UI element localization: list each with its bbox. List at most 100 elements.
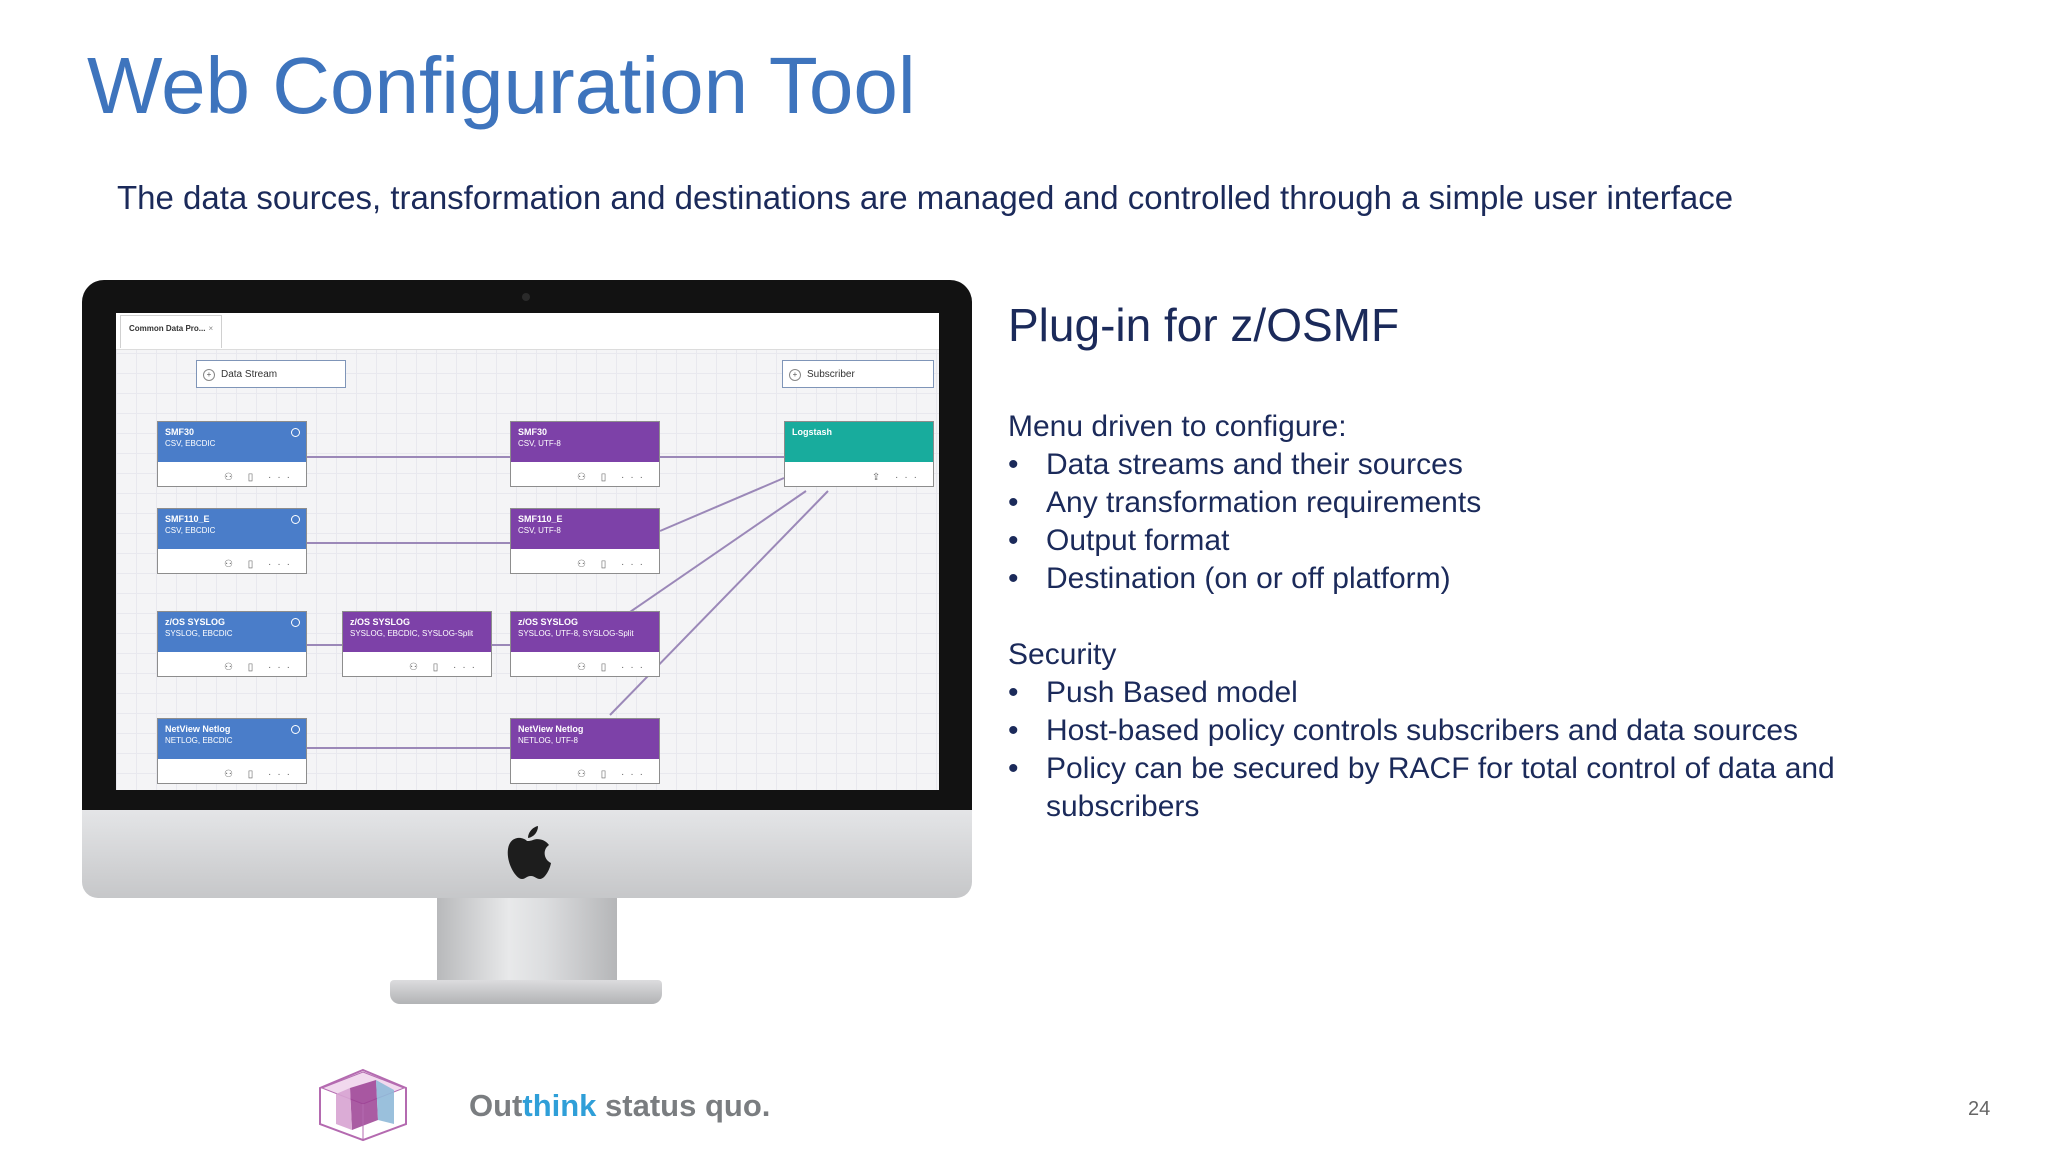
wire-to-logstash-2 [659,477,785,532]
node-name: z/OS SYSLOG [350,617,411,627]
list-item-text: Data streams and their sources [1046,448,1463,481]
data-stream-palette-button[interactable]: + Data Stream [196,360,346,388]
page-subtitle: The data sources, transformation and des… [117,179,1734,216]
plugin-title: Plug-in for z/OSMF [1008,299,1400,351]
node-name: SMF30 [165,427,195,437]
node-tools[interactable]: ⚇ ▯ ··· [223,662,296,673]
wire-to-logstash-4 [609,490,829,716]
tagline-part: Out [469,1088,523,1123]
node-tools[interactable]: ⚇ ▯ ··· [408,662,481,673]
node-format: SYSLOG, EBCDIC [165,629,233,638]
node-format: CSV, EBCDIC [165,439,216,448]
node-format: CSV, UTF-8 [518,439,561,448]
config-tool-screen: Common Data Pro...× + Data Stream + Subscr… [116,313,939,790]
settings-icon[interactable] [291,725,300,734]
list-item-text: Destination (on or off platform) [1046,562,1451,595]
node-format: CSV, EBCDIC [165,526,216,535]
node-format: NETLOG, UTF-8 [518,736,579,745]
menu-list: • Data streams and their sources • Any tra… [1008,446,1926,598]
monitor-stand [437,898,617,986]
node-name: NetView Netlog [165,724,231,734]
node-tools[interactable]: ⚇ ▯ ··· [223,472,296,483]
list-item: • Any transformation requirements [1008,484,1926,522]
node-tools[interactable]: ⚇ ▯ ··· [576,769,649,780]
list-item-text: Host-based policy controls subscribers a… [1046,714,1799,747]
footer-tagline: Outthink status quo. [469,1088,770,1124]
node-format: SYSLOG, EBCDIC, SYSLOG-Split [350,629,474,638]
list-item-text: Output format [1046,524,1230,557]
security-list: • Push Based model • Host-based policy con… [1008,674,1926,826]
add-circle-icon: + [203,369,215,381]
menu-section: Menu driven to configure: • Data streams … [1008,408,1926,598]
tab-close-icon[interactable]: × [208,324,214,333]
node-name: z/OS SYSLOG [165,617,226,627]
tagline-accent: think [522,1088,597,1123]
security-section: Security • Push Based model • Host-based p… [1008,636,1926,826]
bullet: • [1008,752,1019,785]
node-tools[interactable]: ⇪ ··· [871,472,923,483]
bullet: • [1008,714,1019,747]
transform-node[interactable]: z/OS SYSLOG SYSLOG, UTF-8, SYSLOG-Split ⚇… [510,611,660,677]
cube-logo-icon [319,1068,407,1142]
transform-node[interactable]: SMF110_E CSV, UTF-8 ⚇ ▯ ··· [510,508,660,574]
node-tools[interactable]: ⚇ ▯ ··· [223,559,296,570]
node-tools[interactable]: ⚇ ▯ ··· [576,559,649,570]
source-node[interactable]: SMF110_E CSV, EBCDIC ⚇ ▯ ··· [157,508,307,574]
camera-dot [522,293,530,301]
monitor-bezel: Common Data Pro...× + Data Stream + Subscr… [82,280,972,815]
list-item-text: Any transformation requirements [1046,486,1482,519]
tab-label: Common Data Pro... [129,324,206,333]
bullet: • [1008,562,1019,595]
list-item: • Policy can be secured by RACF for total… [1008,750,1926,826]
connection-wires [299,456,829,749]
subscriber-palette-button[interactable]: + Subscriber [782,360,934,388]
node-format: SYSLOG, UTF-8, SYSLOG-Split [518,629,634,638]
wire-to-logstash-3 [629,490,807,613]
list-item: • Host-based policy controls subscribers … [1008,712,1926,750]
monitor-foot [390,980,662,1004]
bullet: • [1008,448,1019,481]
list-item-text: Push Based model [1046,676,1298,709]
node-tools[interactable]: ⚇ ▯ ··· [576,472,649,483]
bullet: • [1008,676,1019,709]
add-circle-icon: + [789,369,801,381]
list-item: • Destination (on or off platform) [1008,560,1926,598]
menu-lead: Menu driven to configure: [1008,410,1347,443]
settings-icon[interactable] [291,515,300,524]
node-name: SMF110_E [518,514,563,524]
list-item: • Data streams and their sources [1008,446,1926,484]
page-title: Web Configuration Tool [87,41,916,130]
node-name: z/OS SYSLOG [518,617,579,627]
palette-label: Data Stream [221,369,278,380]
source-node[interactable]: z/OS SYSLOG SYSLOG, EBCDIC ⚇ ▯ ··· [157,611,307,677]
bullet: • [1008,486,1019,519]
node-name: NetView Netlog [518,724,584,734]
palette-label: Subscriber [807,369,855,380]
list-item-text: Policy can be secured by RACF for total … [1046,752,1835,823]
node-format: CSV, UTF-8 [518,526,561,535]
node-format: NETLOG, EBCDIC [165,736,233,745]
apple-logo-icon [502,823,552,883]
settings-icon[interactable] [291,618,300,627]
bullet: • [1008,524,1019,557]
node-name: SMF110_E [165,514,210,524]
tagline-part: status quo. [596,1088,771,1123]
subscriber-node[interactable]: Logstash ⇪ ··· [784,421,934,487]
node-name: SMF30 [518,427,548,437]
tab-common-data[interactable]: Common Data Pro...× [120,315,223,348]
list-item: • Push Based model [1008,674,1926,712]
node-tools[interactable]: ⚇ ▯ ··· [223,769,296,780]
security-lead: Security [1008,638,1117,671]
node-tools[interactable]: ⚇ ▯ ··· [576,662,649,673]
settings-icon[interactable] [291,428,300,437]
list-item: • Output format [1008,522,1926,560]
monitor-illustration: Common Data Pro...× + Data Stream + Subscr… [82,280,972,1020]
tab-bar: Common Data Pro...× [116,313,939,350]
node-name: Logstash [792,427,833,437]
page-number: 24 [1968,1098,1991,1120]
